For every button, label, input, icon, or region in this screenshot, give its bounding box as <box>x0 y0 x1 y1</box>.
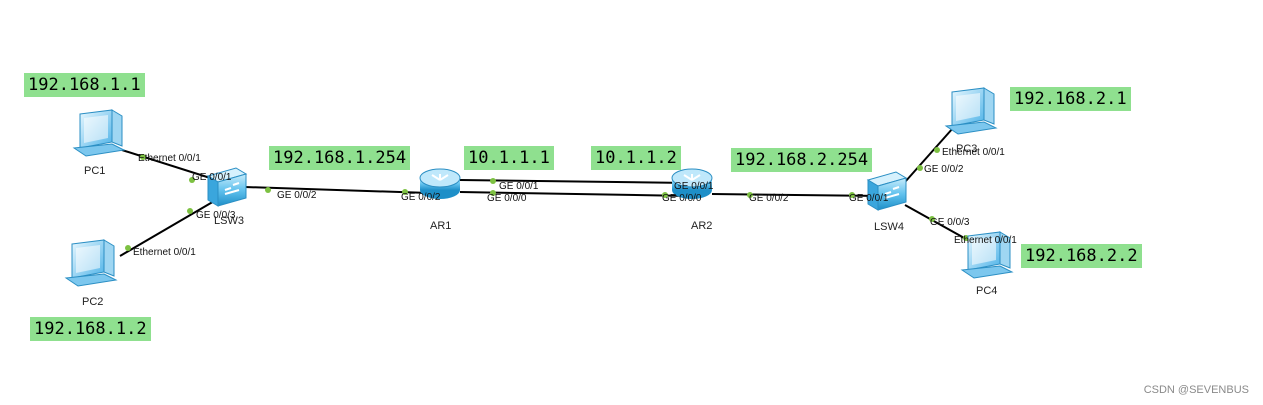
port-dot <box>187 208 193 214</box>
lsw3-label: LSW3 <box>214 215 244 227</box>
pc1-label: PC1 <box>84 165 105 177</box>
port-label: GE 0/0/3 <box>930 217 970 228</box>
port-label: Ethernet 0/0/1 <box>942 147 1005 158</box>
network-link <box>459 179 691 184</box>
port-label: Ethernet 0/0/1 <box>954 235 1017 246</box>
pc2-icon[interactable] <box>65 239 117 287</box>
links-layer <box>119 127 976 257</box>
pc3-icon[interactable] <box>945 87 997 135</box>
pc2-label: PC2 <box>82 296 103 308</box>
port-label: GE 0/0/1 <box>674 181 714 192</box>
port-label: GE 0/0/0 <box>487 193 527 204</box>
port-dots-layer <box>125 147 969 251</box>
port-label: GE 0/0/3 <box>196 210 236 221</box>
port-dot <box>189 177 195 183</box>
ip-label-ar2-link: 10.1.1.2 <box>591 146 681 170</box>
port-label: GE 0/0/2 <box>924 164 964 175</box>
network-link <box>459 191 691 197</box>
port-label: GE 0/0/2 <box>401 192 441 203</box>
pc3-label: PC3 <box>956 143 977 155</box>
pc1-icon[interactable] <box>73 109 125 157</box>
port-dot <box>849 192 855 198</box>
ar2-label: AR2 <box>691 220 712 232</box>
port-dot <box>140 154 146 160</box>
ip-label-pc1: 192.168.1.1 <box>24 73 145 97</box>
lsw4-switch-icon[interactable] <box>867 171 907 211</box>
ip-label-lsw3-gateway: 192.168.1.254 <box>269 146 411 170</box>
port-label: GE 0/0/1 <box>849 193 889 204</box>
port-dot <box>662 192 668 198</box>
port-label: GE 0/0/1 <box>192 172 232 183</box>
port-dot <box>934 147 940 153</box>
network-link <box>904 127 954 183</box>
network-link <box>119 199 217 257</box>
pc4-label: PC4 <box>976 285 997 297</box>
port-dot <box>917 165 923 171</box>
watermark: CSDN @SEVENBUS <box>1143 384 1249 396</box>
port-label: Ethernet 0/0/1 <box>133 247 196 258</box>
ip-label-lsw4-gateway: 192.168.2.254 <box>731 148 873 172</box>
network-link <box>711 193 885 197</box>
port-dot <box>929 216 935 222</box>
lsw4-label: LSW4 <box>874 221 904 233</box>
port-label: GE 0/0/0 <box>662 193 702 204</box>
port-dot <box>265 187 271 193</box>
port-label: GE 0/0/2 <box>277 190 317 201</box>
ip-label-pc2: 192.168.1.2 <box>30 317 151 341</box>
ip-label-pc3: 192.168.2.1 <box>1010 87 1131 111</box>
ar1-label: AR1 <box>430 220 451 232</box>
port-label: GE 0/0/1 <box>499 181 539 192</box>
ip-label-pc4: 192.168.2.2 <box>1021 244 1142 268</box>
port-label: Ethernet 0/0/1 <box>138 153 201 164</box>
port-label: GE 0/0/2 <box>749 193 789 204</box>
port-dot <box>490 178 496 184</box>
port-dot <box>490 190 496 196</box>
port-dot <box>402 189 408 195</box>
network-link <box>244 186 431 194</box>
port-dot <box>125 245 131 251</box>
port-dot <box>747 192 753 198</box>
ip-label-ar1-link: 10.1.1.1 <box>464 146 554 170</box>
